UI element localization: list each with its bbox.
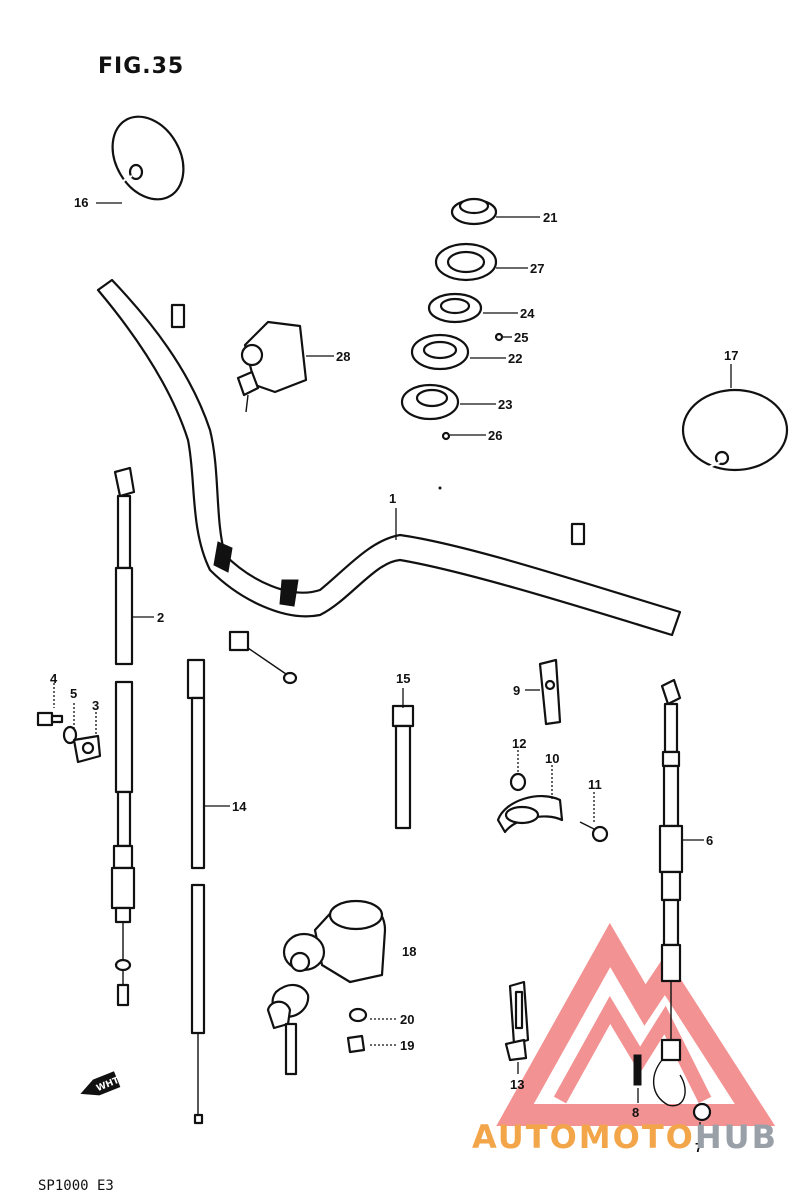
callout-16: 16 (74, 195, 88, 210)
callout-4: 4 (50, 671, 58, 686)
part-26-ball (441, 431, 451, 441)
callout-13: 13 (510, 1077, 524, 1092)
part-19-bolt (346, 1034, 366, 1054)
mirror-left (111, 115, 186, 329)
mirror-right (570, 388, 789, 546)
callout-24: 24 (520, 306, 535, 321)
part-5-washer (62, 725, 78, 745)
callout-6: 6 (706, 833, 713, 848)
part-15-strap (391, 704, 415, 830)
callout-25: 25 (514, 330, 528, 345)
callout-12: 12 (512, 736, 526, 751)
throttle-cable (110, 466, 136, 1007)
callout-5: 5 (70, 686, 77, 701)
callout-28: 28 (336, 349, 350, 364)
part-10-holder (496, 795, 564, 834)
figure-title: FIG.35 (98, 54, 185, 79)
part-25-ball (494, 332, 504, 342)
callout-11: 11 (588, 777, 602, 792)
model-code: SP1000 E3 (38, 1178, 114, 1194)
part-20-washer (348, 1007, 368, 1023)
watermark-text: AUTOMOTOHUB (472, 1118, 779, 1156)
callout-23: 23 (498, 397, 512, 412)
callout-9: 9 (513, 683, 520, 698)
part-3-clamp (72, 734, 102, 764)
wht-stamp: WHT (80, 1071, 122, 1096)
callout-22: 22 (508, 351, 522, 366)
callout-27: 27 (530, 261, 544, 276)
switch-housing (236, 320, 308, 413)
callout-17: 17 (724, 348, 738, 363)
callout-14: 14 (232, 799, 247, 814)
callout-1: 1 (389, 491, 396, 506)
part-22-bearing (410, 333, 470, 371)
part-21-nut (450, 197, 498, 226)
callout-8: 8 (632, 1105, 639, 1120)
callout-10: 10 (545, 751, 559, 766)
part-8-pin (633, 1054, 642, 1086)
part-6-cable (653, 678, 686, 1107)
callout-19: 19 (400, 1038, 414, 1053)
part-9-bracket (538, 658, 562, 726)
part-11-screw (579, 821, 609, 843)
callout-18: 18 (402, 944, 416, 959)
part-4-bolt (36, 711, 64, 727)
callout-7: 7 (695, 1140, 702, 1155)
callout-21: 21 (543, 210, 557, 225)
callout-26: 26 (488, 428, 502, 443)
part-13-bracket (504, 980, 530, 1062)
part-7-cap (692, 1102, 712, 1122)
ignition-switch (266, 899, 387, 1076)
clutch-cable (186, 630, 298, 1125)
part-24-race (427, 292, 483, 324)
callout-15: 15 (396, 671, 410, 686)
part-23-race (400, 383, 460, 421)
part-27-seal (434, 242, 498, 282)
callout-20: 20 (400, 1012, 414, 1027)
callout-3: 3 (92, 698, 99, 713)
callout-2: 2 (157, 610, 164, 625)
watermark-logo (496, 922, 776, 1126)
part-12-nut (509, 772, 527, 792)
handlebar (96, 278, 682, 637)
